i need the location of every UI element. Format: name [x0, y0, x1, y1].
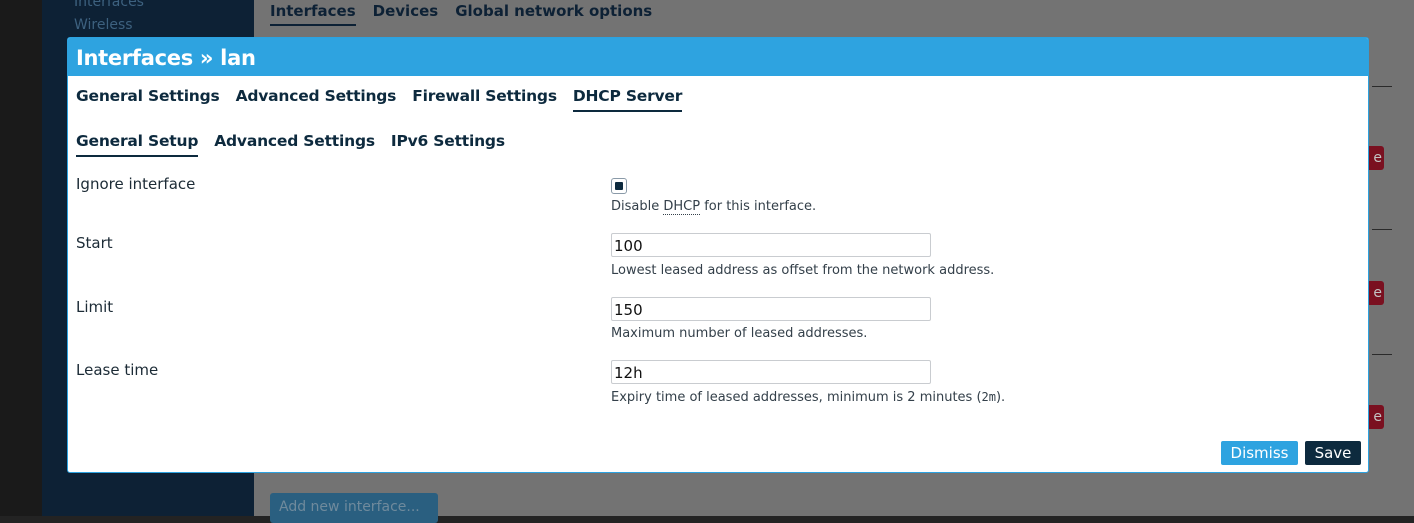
limit-input[interactable]: 150	[611, 297, 931, 321]
row-divider	[1372, 86, 1392, 87]
desc-text: Expiry time of leased addresses, minimum…	[611, 390, 982, 405]
tab-advanced-settings[interactable]: Advanced Settings	[235, 87, 397, 105]
dialog-title: Interfaces » lan	[68, 38, 1368, 76]
tab-interfaces[interactable]: Interfaces	[270, 2, 356, 26]
subtab-ipv6-settings[interactable]: IPv6 Settings	[390, 132, 505, 150]
subtab-general-setup[interactable]: General Setup	[76, 132, 198, 157]
start-label: Start	[76, 234, 113, 252]
limit-description: Maximum number of leased addresses.	[611, 326, 868, 341]
sidebar-item-wireless[interactable]: Wireless	[74, 17, 133, 33]
lease-time-description: Expiry time of leased addresses, minimum…	[611, 390, 1005, 405]
window-edge	[0, 0, 42, 516]
add-interface-button[interactable]: Add new interface...	[270, 493, 438, 523]
tab-firewall-settings[interactable]: Firewall Settings	[412, 87, 557, 105]
desc-text: for this interface.	[700, 199, 817, 214]
section-tabs: General Settings Advanced Settings Firew…	[76, 87, 698, 112]
lease-min-code: 2m	[981, 390, 996, 404]
desc-text: Disable	[611, 199, 664, 214]
tab-global-network-options[interactable]: Global network options	[455, 2, 653, 20]
start-description: Lowest leased address as offset from the…	[611, 263, 995, 278]
lease-time-input[interactable]: 12h	[611, 360, 931, 384]
ignore-interface-description: Disable DHCP for this interface.	[611, 199, 817, 215]
ignore-interface-label: Ignore interface	[76, 175, 196, 193]
start-input[interactable]: 100	[611, 233, 931, 257]
dhcp-abbr: DHCP	[663, 199, 701, 215]
ignore-interface-checkbox[interactable]	[611, 178, 627, 194]
page-tabs: Interfaces Devices Global network option…	[270, 2, 652, 26]
dhcp-subtabs: General Setup Advanced Settings IPv6 Set…	[76, 132, 521, 157]
lease-time-label: Lease time	[76, 361, 159, 379]
desc-text: ).	[995, 390, 1006, 405]
tab-dhcp-server[interactable]: DHCP Server	[572, 87, 682, 112]
limit-label: Limit	[76, 298, 114, 316]
row-divider	[1372, 354, 1392, 355]
row-divider	[1372, 229, 1392, 230]
dismiss-button[interactable]: Dismiss	[1221, 441, 1298, 465]
interface-edit-dialog: Interfaces » lan General Settings Advanc…	[67, 37, 1369, 473]
subtab-advanced-settings[interactable]: Advanced Settings	[214, 132, 375, 150]
sidebar-item-interfaces[interactable]: Interfaces	[74, 0, 144, 10]
tab-general-settings[interactable]: General Settings	[76, 87, 220, 105]
save-button[interactable]: Save	[1305, 441, 1361, 465]
tab-devices[interactable]: Devices	[372, 2, 439, 20]
